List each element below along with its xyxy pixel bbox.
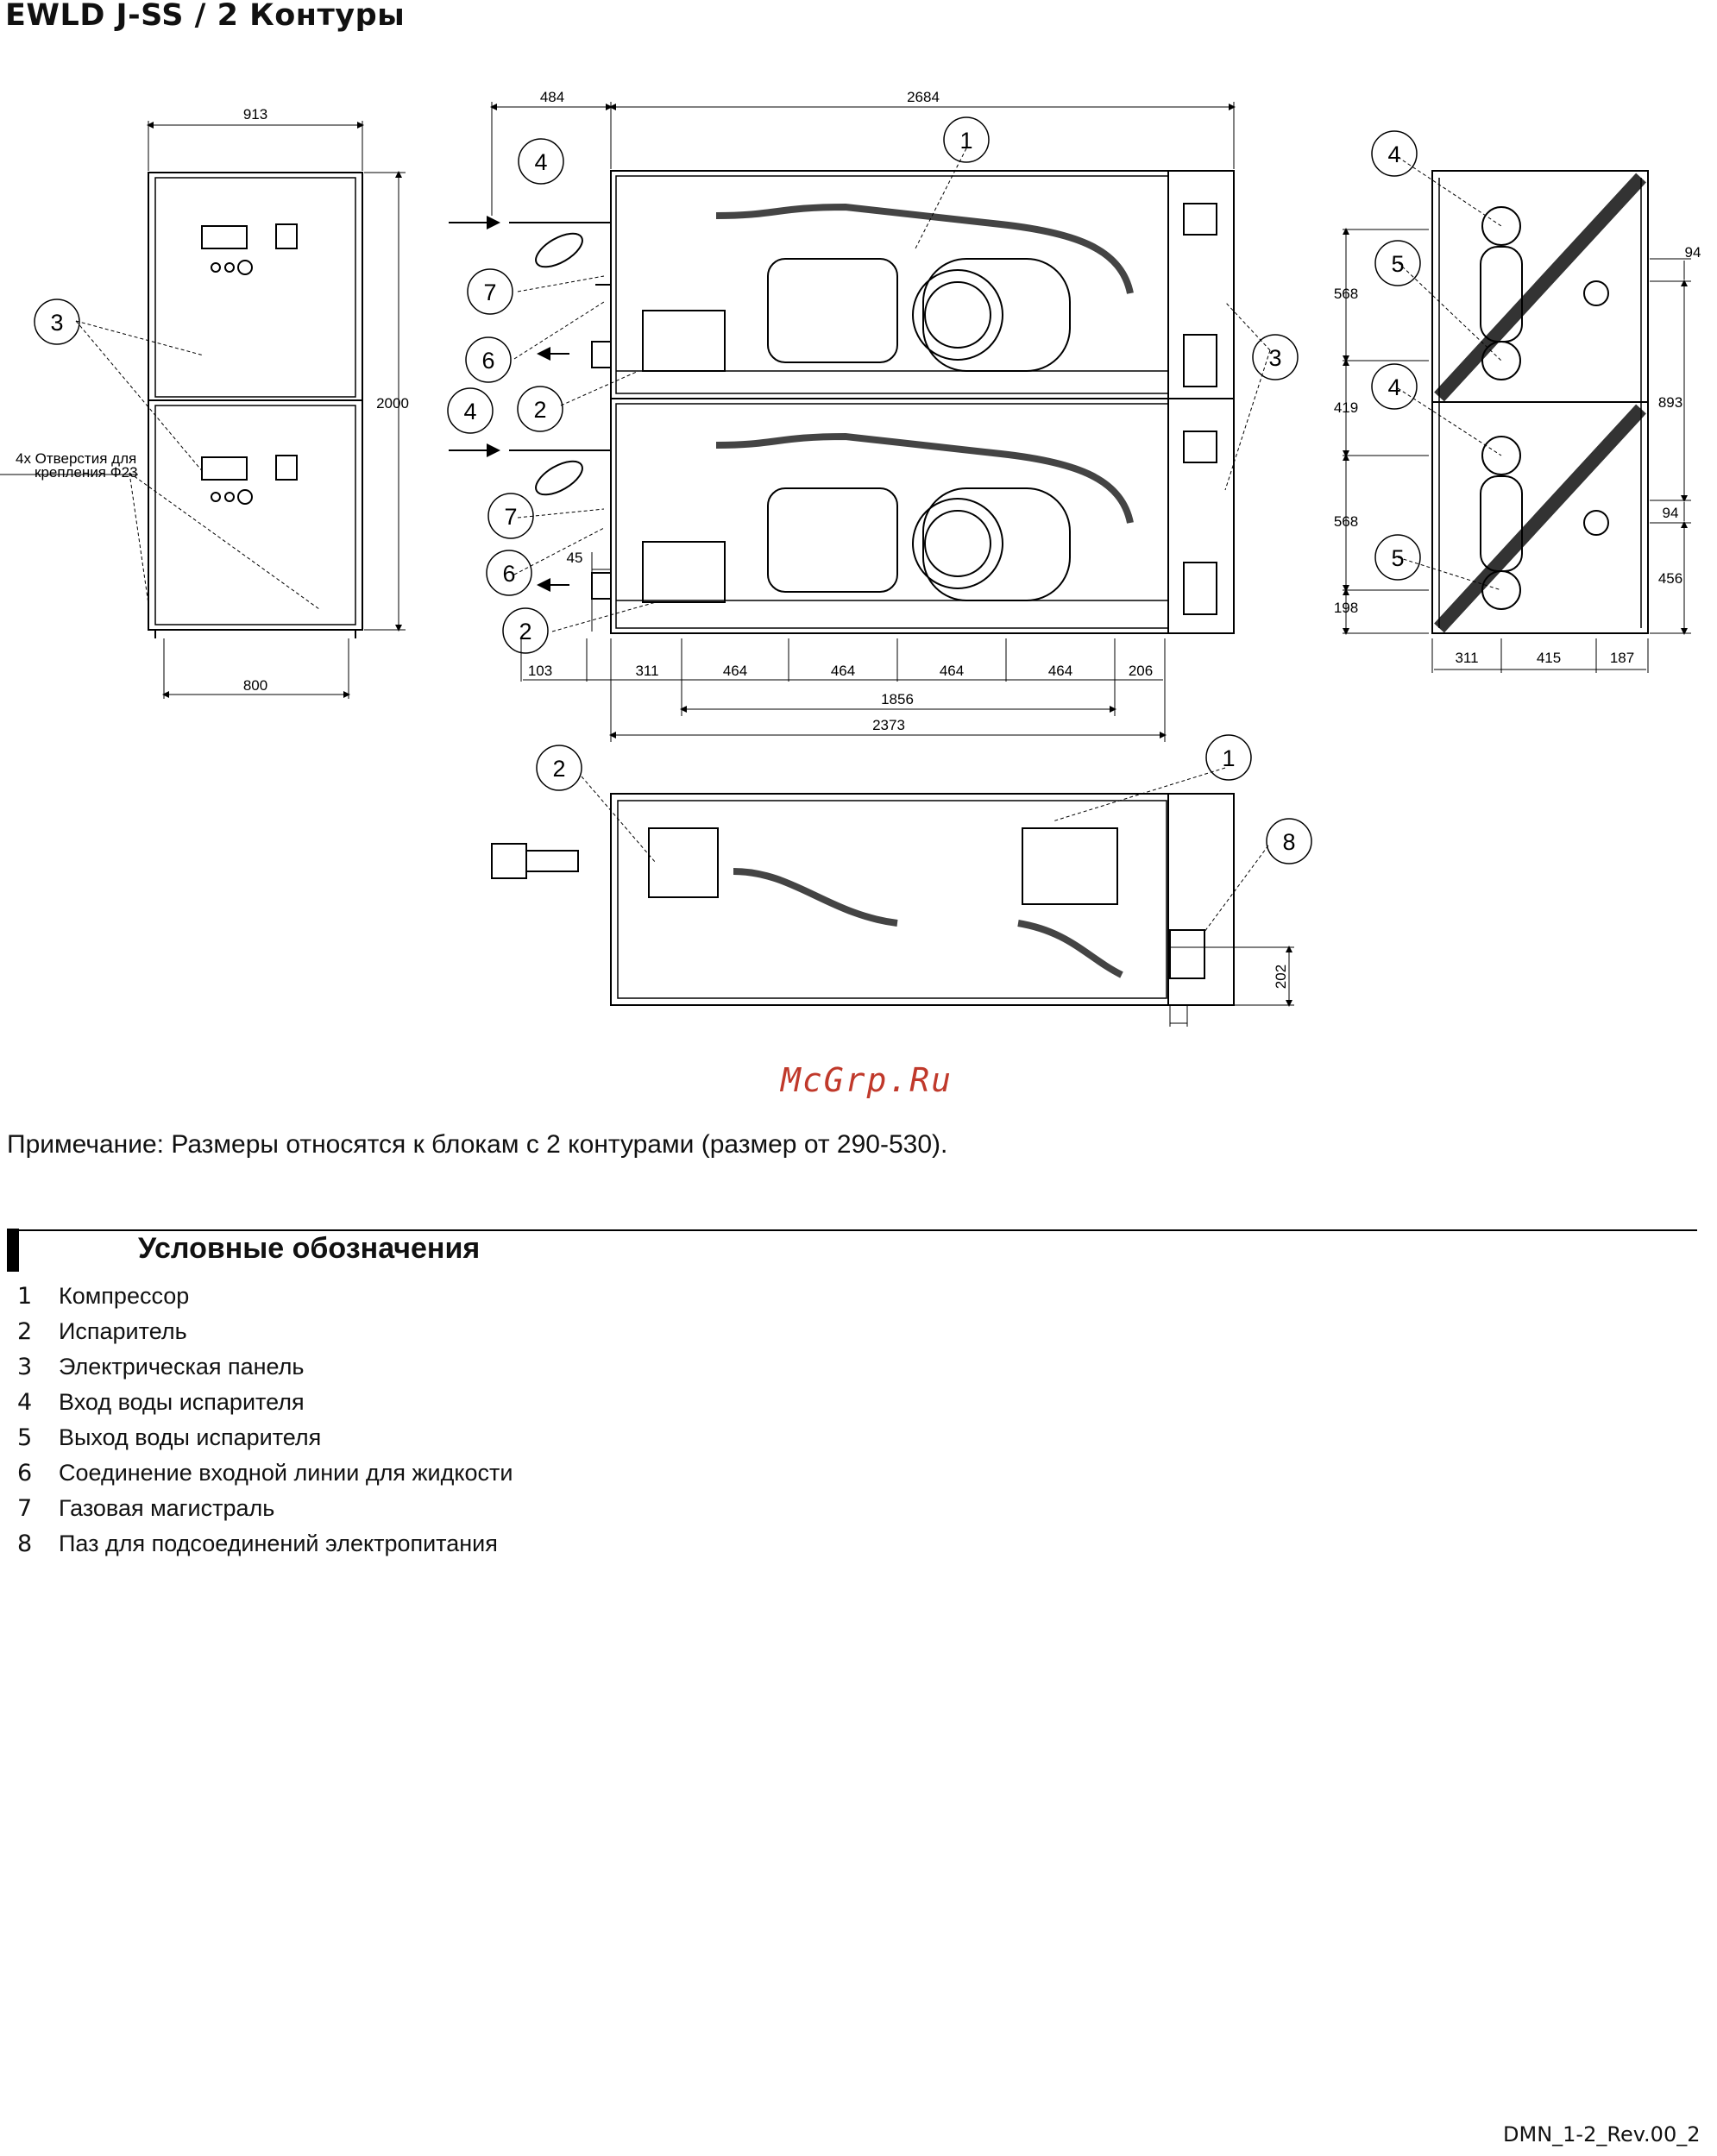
callout-7-lower: 7 <box>504 504 517 530</box>
holes-note-line1: 4x Отверстия для <box>16 450 136 467</box>
technical-drawing: 3 4 1 7 6 2 3 4 7 6 2 2 1 8 4 5 4 5 913 … <box>0 89 1701 1027</box>
dim-side-total: 2684 <box>907 89 940 105</box>
dim-plan: 202 <box>1273 965 1289 989</box>
dim-end-lower-left: 568 <box>1334 513 1358 530</box>
dim-end-right-mid: 94 <box>1663 505 1679 521</box>
callout-1-plan: 1 <box>1222 745 1235 771</box>
watermark: McGrp.Ru <box>781 1061 953 1099</box>
legend-marker <box>7 1229 19 1272</box>
callout-6-upper: 6 <box>481 348 494 374</box>
legend-item: 5 Выход воды испарителя <box>17 1420 513 1455</box>
side-view <box>449 102 1271 742</box>
dim-seg-1: 103 <box>528 663 552 679</box>
dim-end-bottom-1: 311 <box>1455 650 1478 666</box>
callout-4-upper: 4 <box>534 149 547 175</box>
dim-side-offset: 45 <box>567 550 583 566</box>
legend-item-text: Компрессор <box>59 1283 190 1309</box>
dim-side-left: 484 <box>540 89 564 105</box>
dim-front-height: 2000 <box>376 395 409 412</box>
callout-6-lower: 6 <box>502 561 515 587</box>
callout-1-side: 1 <box>959 128 972 154</box>
dim-seg-6: 464 <box>1048 663 1072 679</box>
holes-note-line2: крепления Ф23 <box>35 464 138 481</box>
dim-end-mid-left: 419 <box>1334 399 1358 416</box>
legend-item-text: Вход воды испарителя <box>59 1389 305 1415</box>
legend-item-text: Испаритель <box>59 1318 187 1344</box>
callout-4-end-lower: 4 <box>1387 374 1400 400</box>
dim-end-upper-left: 568 <box>1334 286 1358 302</box>
dim-side-bottom-total: 2373 <box>872 717 905 733</box>
legend-item-number: 3 <box>17 1354 33 1380</box>
page-title: EWLD J-SS / 2 Контуры <box>5 0 406 33</box>
dim-seg-2: 311 <box>635 663 658 679</box>
dim-seg-5: 464 <box>940 663 964 679</box>
legend-item-number: 1 <box>17 1283 33 1310</box>
legend-item: 8 Паз для подсоединений электропитания <box>17 1526 513 1562</box>
dim-end-top: 94 <box>1685 244 1701 261</box>
callout-circles <box>34 116 1421 864</box>
dim-end-right-low: 456 <box>1658 570 1682 587</box>
dimension-labels: 913 800 2000 4x Отверстия для крепления … <box>16 89 1701 989</box>
callout-2-plan: 2 <box>552 756 565 782</box>
legend-item: 3 Электрическая панель <box>17 1349 513 1385</box>
callout-5-end-lower: 5 <box>1391 545 1404 571</box>
legend-item-number: 2 <box>17 1318 33 1345</box>
dim-end-right-total: 893 <box>1658 394 1682 411</box>
callout-2-lower: 2 <box>519 619 531 644</box>
legend-title: Условные обозначения <box>138 1232 481 1265</box>
legend-item-number: 4 <box>17 1389 33 1416</box>
dim-seg-7: 206 <box>1129 663 1153 679</box>
callout-4-lower: 4 <box>463 399 476 424</box>
callout-labels: 3 4 1 7 6 2 3 4 7 6 2 2 1 8 4 5 4 5 <box>50 128 1404 855</box>
legend-list: 1 Компрессор 2 Испаритель 3 Электрическая п… <box>17 1279 513 1562</box>
end-view <box>1343 156 1691 673</box>
callout-7-upper: 7 <box>483 280 496 305</box>
legend-item: 1 Компрессор <box>17 1279 513 1314</box>
dim-seg-4: 464 <box>831 663 855 679</box>
legend-item-number: 8 <box>17 1531 33 1557</box>
legend-item: 7 Газовая магистраль <box>17 1491 513 1526</box>
legend-divider <box>19 1229 1697 1231</box>
legend-item-number: 5 <box>17 1424 33 1451</box>
legend-item: 4 Вход воды испарителя <box>17 1385 513 1420</box>
legend-item-number: 6 <box>17 1460 33 1487</box>
document-code: DMN_1-2_Rev.00_2 <box>1503 2122 1701 2147</box>
callout-3-front: 3 <box>50 310 63 336</box>
callout-8-plan: 8 <box>1282 829 1295 855</box>
dimension-note: Примечание: Размеры относятся к блокам с… <box>7 1130 948 1159</box>
dim-end-bottom-2: 415 <box>1537 650 1561 666</box>
dim-front-width: 913 <box>243 106 267 123</box>
front-view <box>0 121 406 699</box>
dim-side-mid: 1856 <box>881 691 914 707</box>
callout-3-side: 3 <box>1268 345 1281 371</box>
legend-item-text: Паз для подсоединений электропитания <box>59 1531 498 1556</box>
callout-2-upper: 2 <box>533 397 546 423</box>
dim-end-bottom-3: 187 <box>1610 650 1634 666</box>
legend-item-text: Выход воды испарителя <box>59 1424 322 1450</box>
legend-item-text: Соединение входной линии для жидкости <box>59 1460 513 1486</box>
callout-4-end-upper: 4 <box>1387 141 1400 167</box>
legend-item: 2 Испаритель <box>17 1314 513 1349</box>
callout-5-end-upper: 5 <box>1391 251 1404 277</box>
dim-front-base: 800 <box>243 677 267 694</box>
dim-end-base-left: 198 <box>1334 600 1358 616</box>
legend-item-number: 7 <box>17 1495 33 1522</box>
dim-seg-3: 464 <box>723 663 747 679</box>
legend-item: 6 Соединение входной линии для жидкости <box>17 1455 513 1491</box>
legend-item-text: Электрическая панель <box>59 1354 305 1380</box>
plan-view <box>491 767 1294 1027</box>
legend-item-text: Газовая магистраль <box>59 1495 275 1521</box>
